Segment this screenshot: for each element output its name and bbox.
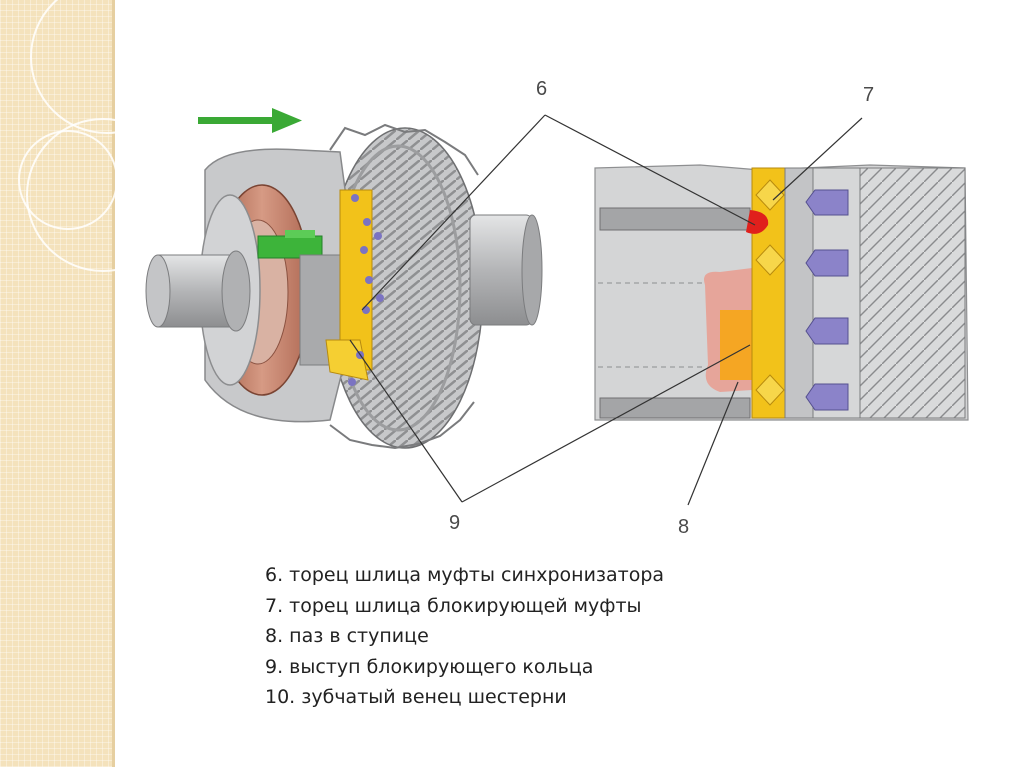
contact-point <box>746 210 769 234</box>
cross-section <box>594 164 969 421</box>
caption-list: 6. торец шлица муфты синхронизатора 7. т… <box>265 560 785 713</box>
caption-item: 7. торец шлица блокирующей муфты <box>265 594 642 617</box>
caption-item: 9. выступ блокирующего кольца <box>265 655 594 678</box>
blocking-ring <box>325 189 384 386</box>
callout-6: 6 <box>536 78 548 100</box>
synchronizer-assembly <box>145 123 543 450</box>
direction-arrow-icon <box>198 108 302 133</box>
callout-8: 8 <box>678 516 690 538</box>
decorative-side-strip <box>0 0 184 767</box>
caption-item: 10. зубчатый венец шестерни <box>265 686 567 708</box>
callout-9: 9 <box>449 512 461 534</box>
decorative-ring <box>18 130 118 230</box>
caption-item: 6. торец шлица муфты синхронизатора <box>265 564 665 586</box>
leader-lines <box>349 114 863 506</box>
caption-item: 8. паз в ступице <box>265 625 429 647</box>
callout-7: 7 <box>863 84 875 106</box>
